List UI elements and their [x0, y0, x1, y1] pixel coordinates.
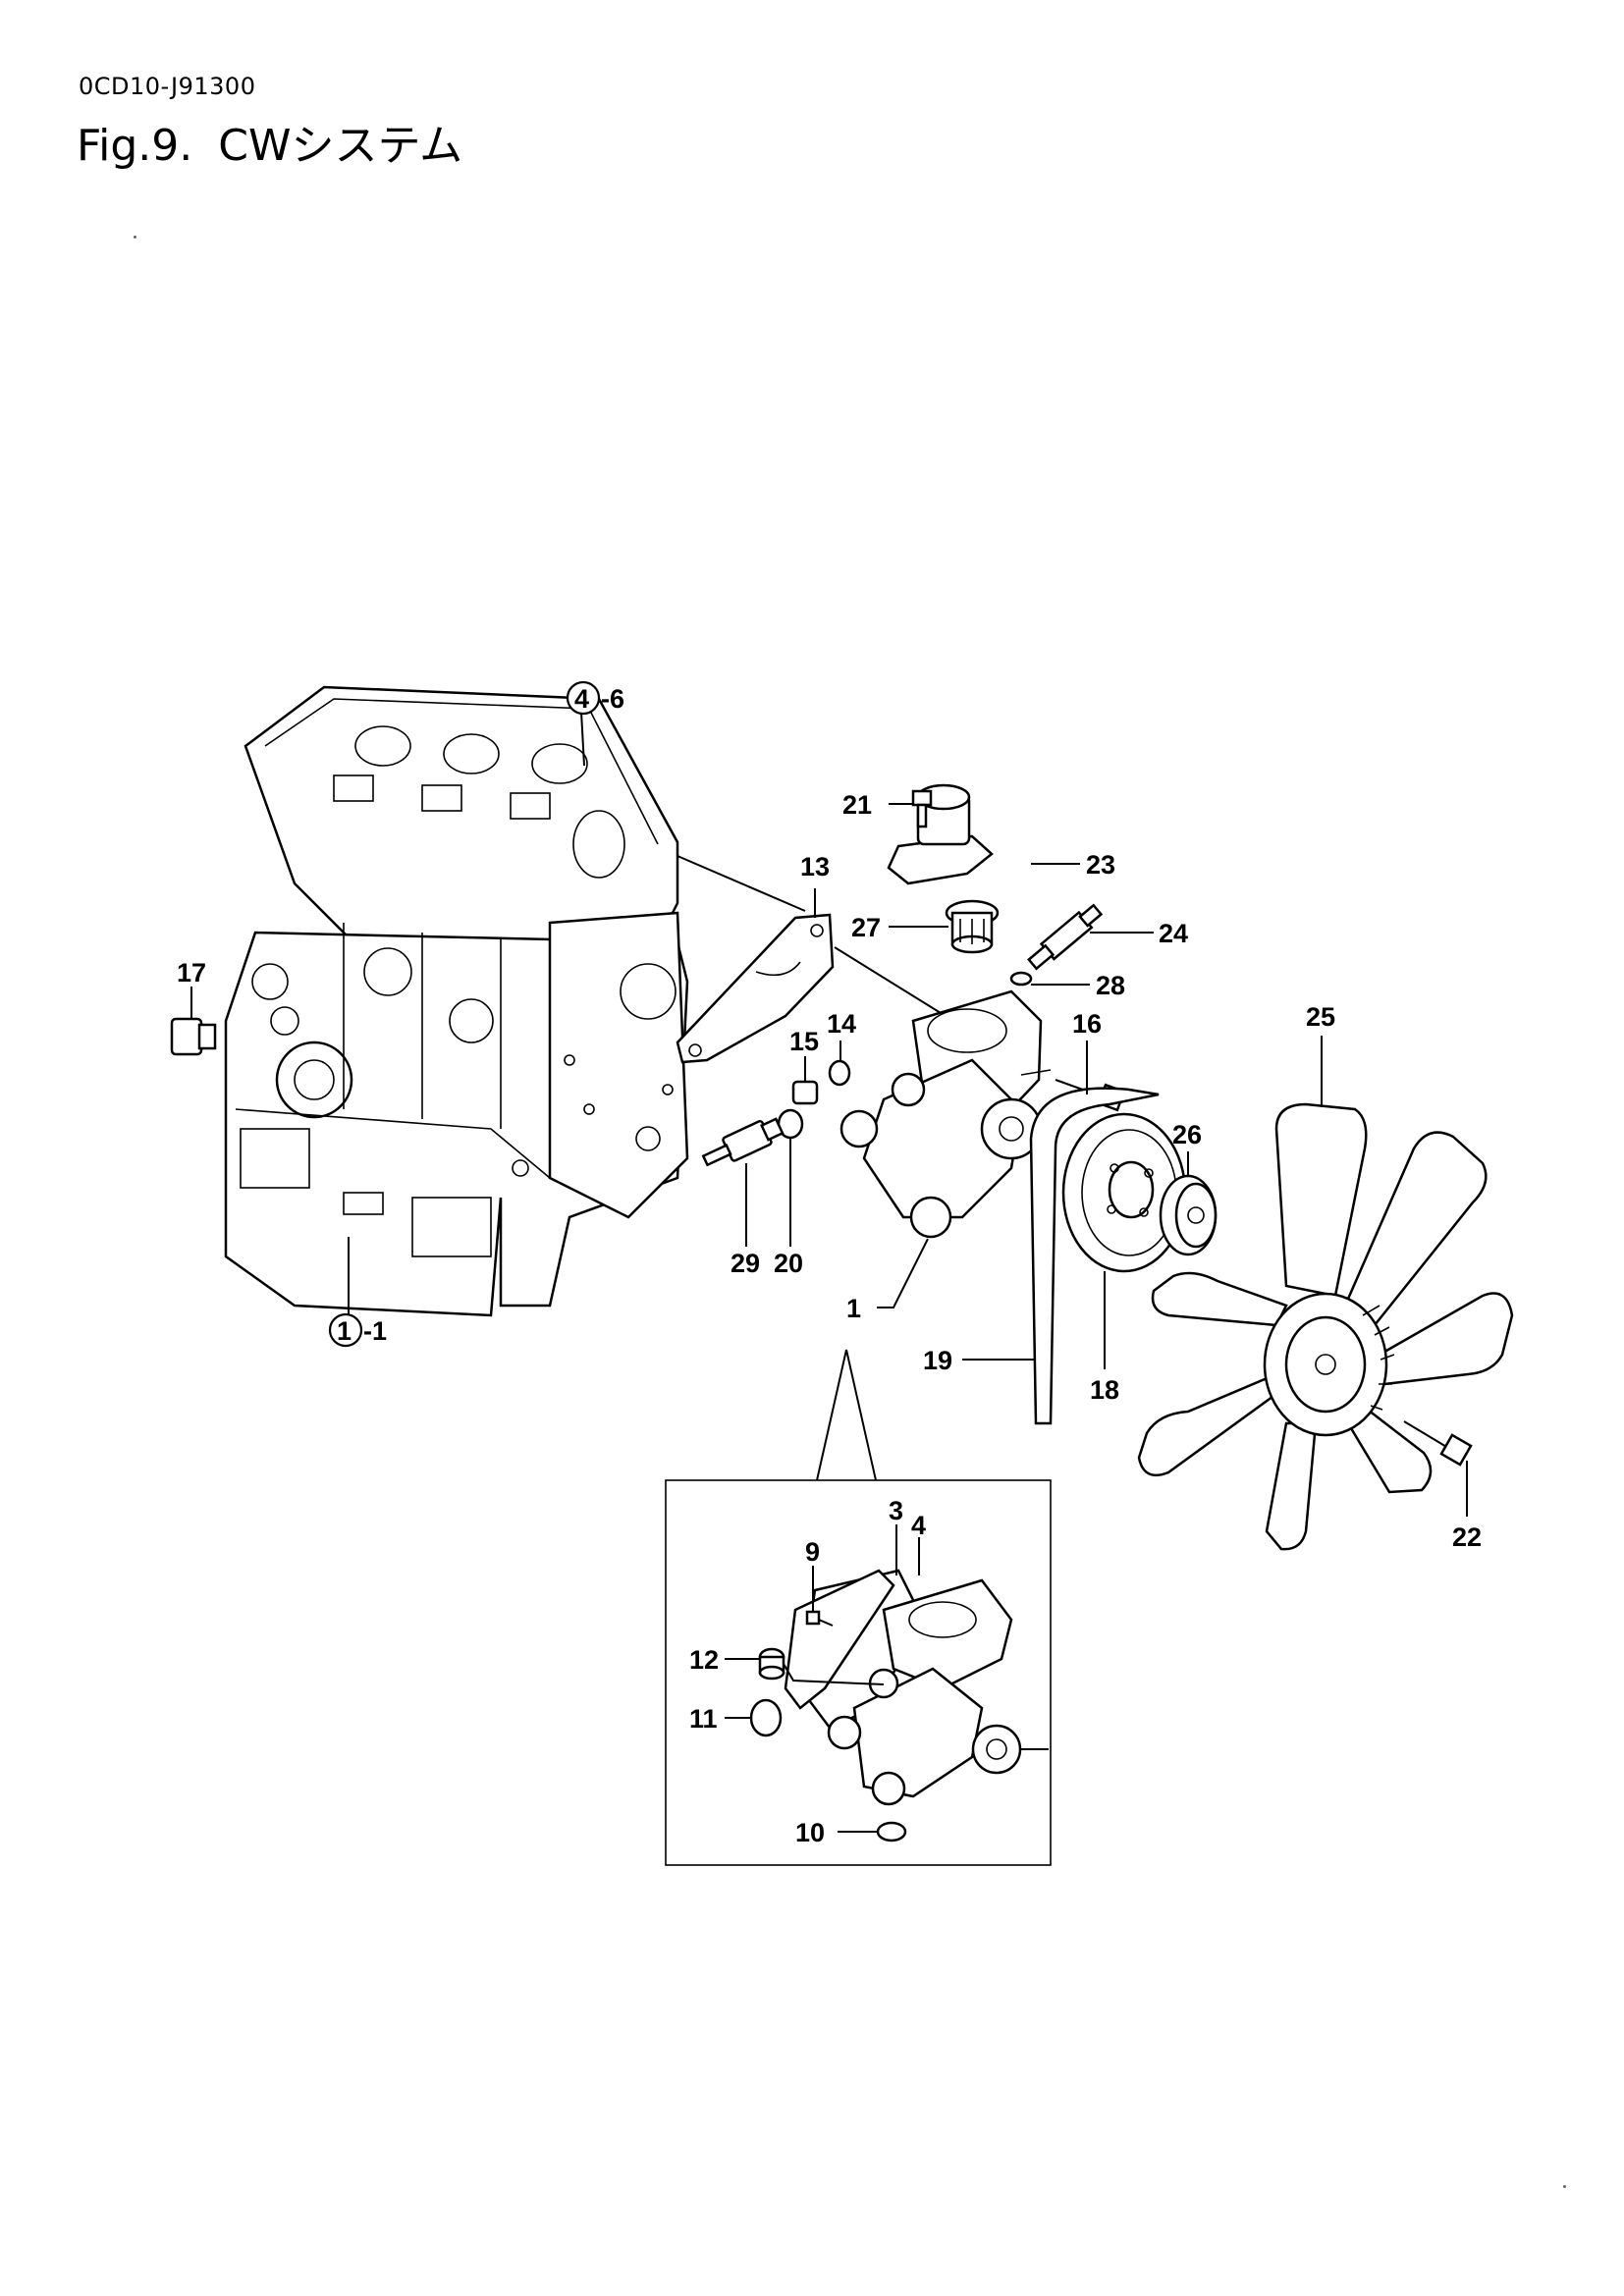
washer-14: [828, 1059, 851, 1087]
label-11: 11: [689, 1704, 718, 1734]
thermostat-27: [945, 899, 1000, 954]
leader-lines: [190, 711, 1468, 1833]
label-22: 22: [1452, 1522, 1482, 1552]
scan-speck: [1563, 2185, 1566, 2188]
v-belt-19: [1029, 1087, 1160, 1425]
sensor-29: [701, 1117, 785, 1167]
scan-speck: [134, 236, 136, 239]
part-labels: 1 -1 4 -6 17 21 23 13 27 24 28 16 15 14 …: [177, 684, 1482, 1847]
washer-28: [1009, 971, 1033, 987]
label-9: 9: [805, 1537, 820, 1567]
label-15: 15: [789, 1027, 819, 1056]
label-24: 24: [1159, 919, 1188, 948]
water-pump-1: [839, 989, 1052, 1239]
drain-plug-17: [170, 1017, 217, 1056]
label-1: 1: [846, 1294, 861, 1323]
thermostat-cover-23: [887, 783, 994, 885]
label-14: 14: [827, 1009, 856, 1039]
label-28: 28: [1096, 971, 1125, 1000]
label-18: 18: [1090, 1375, 1119, 1405]
label-27: 27: [851, 913, 881, 942]
callout-circle-1: [328, 1312, 363, 1348]
label-26: 26: [1172, 1120, 1202, 1149]
label-16: 16: [1072, 1009, 1102, 1039]
label-21: 21: [842, 790, 872, 820]
label-12: 12: [689, 1645, 719, 1675]
label-20: 20: [774, 1249, 803, 1278]
label-23: 23: [1086, 850, 1115, 880]
pulley-18: [1061, 1112, 1187, 1273]
label-3: 3: [889, 1496, 903, 1525]
gasket-13: [676, 913, 835, 1064]
label-4: 4: [911, 1511, 926, 1540]
plug-15: [791, 1080, 819, 1105]
label-17: 17: [177, 958, 206, 988]
inset-plug-12: [758, 1647, 785, 1681]
document-code: 0CD10-J91300: [79, 73, 256, 100]
label-10: 10: [795, 1818, 825, 1847]
cooling-fan-25: [1137, 1102, 1514, 1551]
callout-circle-1-num: 1: [337, 1316, 352, 1346]
label-29: 29: [731, 1249, 760, 1278]
label-25: 25: [1306, 1002, 1335, 1032]
inset-o-ring-11: [749, 1698, 783, 1737]
callout-circle-4-num: 4: [574, 684, 589, 714]
label-19: 19: [923, 1346, 952, 1375]
figure-number: Fig.9.: [77, 121, 193, 171]
engine-block-drawing: [224, 685, 689, 1317]
detail-pointer: [816, 1349, 877, 1481]
bolt-22: [1403, 1420, 1473, 1467]
inset-o-ring-10: [876, 1821, 907, 1842]
bolt-21: [911, 789, 933, 828]
figure-title: Fig.9. CWシステム: [77, 110, 462, 173]
label-13: 13: [800, 852, 830, 881]
detail-inset-frame: [665, 1479, 1052, 1866]
callout-circle-4: [566, 680, 601, 716]
spacer-26: [1159, 1174, 1218, 1256]
figure-name: CWシステム: [218, 121, 463, 171]
callout-1-suffix: -1: [363, 1316, 387, 1346]
temperature-sender-24: [1027, 903, 1104, 971]
callout-4-suffix: -6: [601, 684, 624, 714]
